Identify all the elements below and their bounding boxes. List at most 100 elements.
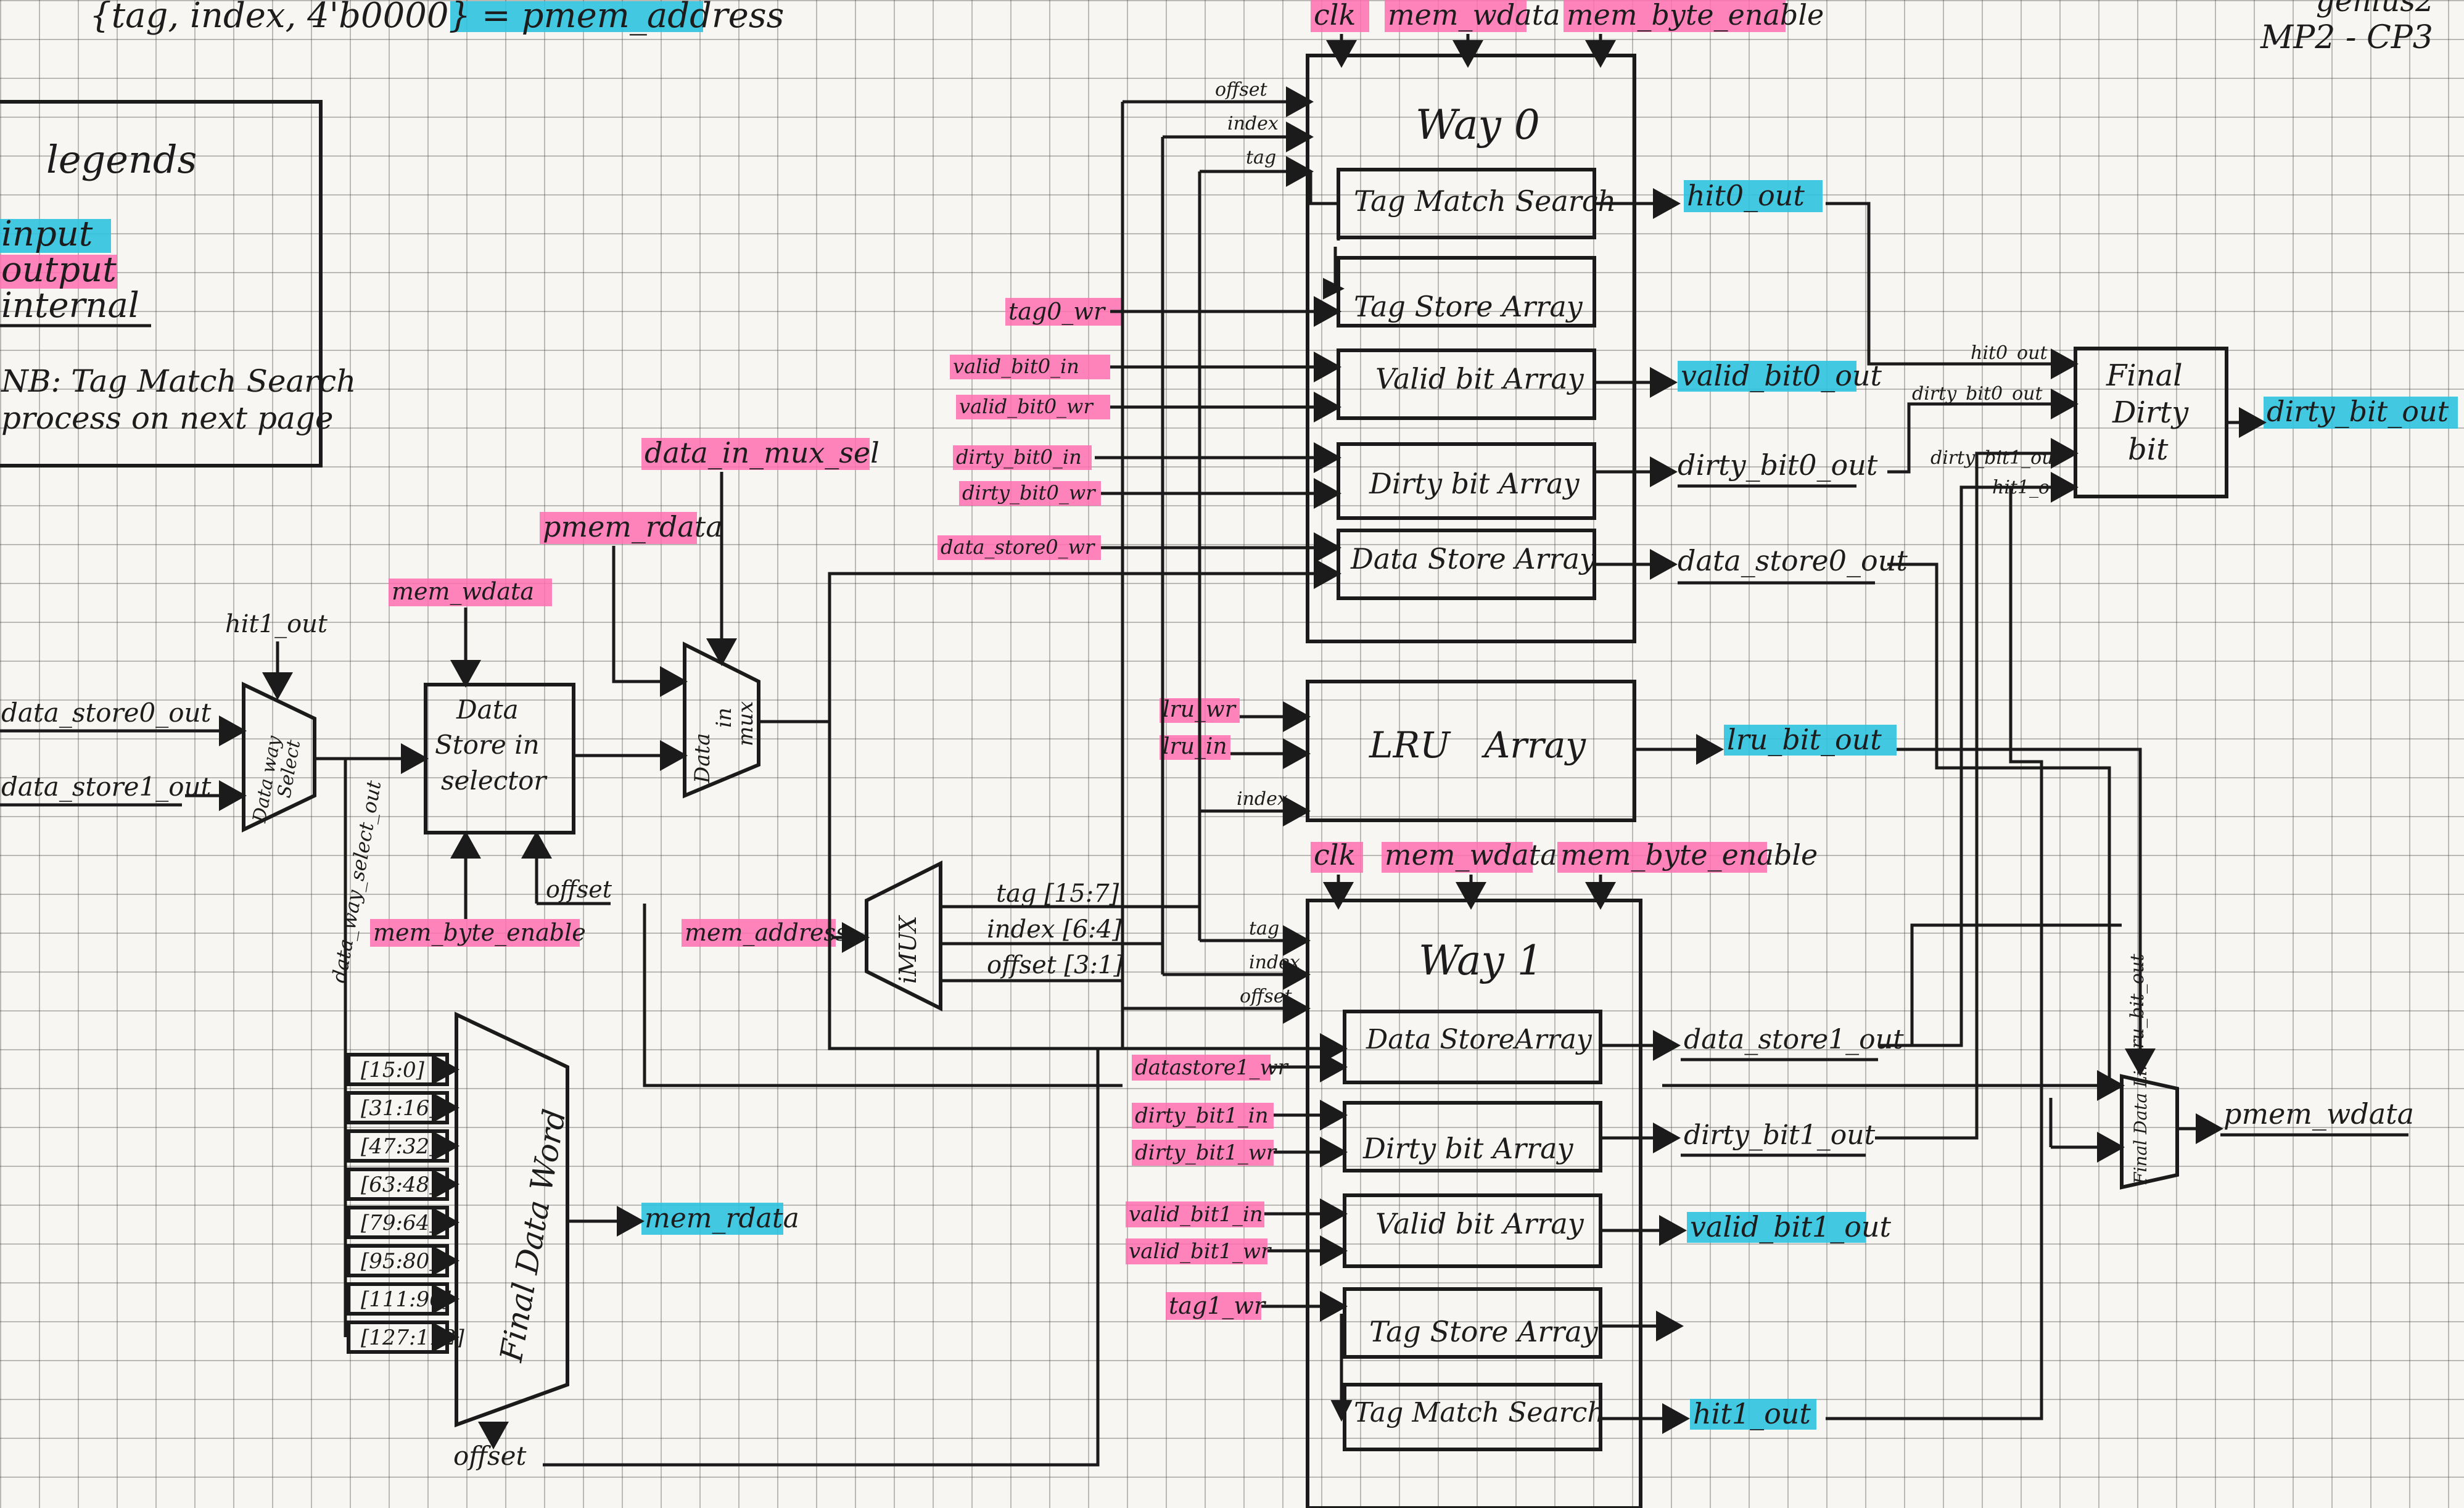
hl-data-store0-wr: [937, 535, 1101, 560]
data-in-mux-sel: data_in_mux_sel: [645, 436, 880, 469]
fdw-offset: offset: [453, 1441, 526, 1471]
fd-hit1-label: hit1_out: [1992, 477, 2069, 498]
final-dirty-title-3: bit: [2128, 432, 2169, 467]
valid-bit0-wr: valid_bit0_wr: [959, 395, 1094, 418]
dsis-title-3: selector: [441, 765, 548, 796]
fdw-title: Final Data Word: [493, 1106, 573, 1365]
name-fragment: genius2: [2316, 0, 2434, 19]
dirty-bit1-in: dirty_bit1_in: [1135, 1103, 1268, 1128]
legend: legends input output internal NB: Tag Ma…: [0, 100, 356, 468]
hl-lru-bit-out: [1724, 725, 1897, 756]
dws-output: data_way_select_out: [327, 779, 385, 985]
hl-valid-bit0-wr: [956, 395, 1110, 419]
imux-title: iMUX: [894, 915, 921, 984]
dsis-offset: offset: [546, 876, 612, 903]
hl-tag0-wr: [1005, 298, 1123, 326]
fdw-slices: [15:0][31:16][47:32][63:48][79:64][95:80…: [344, 1045, 465, 1354]
dsis-title-2: Store in: [435, 730, 540, 760]
way0-data-store-label: Data Store Array: [1350, 542, 1596, 575]
legend-internal: internal: [1, 286, 139, 326]
final-data-line-mux: [2120, 1074, 2179, 1190]
hl-mem-byte-enable1: [1557, 842, 1767, 873]
lru-in: lru_in: [1163, 734, 1227, 759]
way1-data-store-label: Data StoreArray: [1366, 1024, 1593, 1055]
data-in-mux-title-1: Data: [690, 733, 715, 784]
dirty-bit-out: dirty_bit_out: [2267, 395, 2449, 428]
dws-hit1-out: hit1_out: [225, 610, 328, 638]
way0-tag-store-label: Tag Store Array: [1354, 290, 1583, 323]
hl-hit0-out: [1684, 180, 1823, 212]
fd-dirty1-label: dirty_bit1_out: [1930, 447, 2061, 469]
final-dirty-title-2: Dirty: [2112, 395, 2189, 430]
data-in-mux-title-3: mux: [733, 701, 758, 746]
way1-offset-label: offset: [1240, 986, 1292, 1007]
hl-mem-rdata: [641, 1203, 783, 1235]
hl-clk1: [1311, 842, 1363, 873]
fd-hit0-label: hit0_out: [1971, 342, 2048, 364]
way0-tag-label: tag: [1246, 147, 1276, 168]
hl-hit1-out: [1690, 1399, 1816, 1430]
datastore1-wr: datastore1_wr: [1135, 1055, 1289, 1080]
fd-dirty0-label: dirty_bit0_out: [1912, 383, 2043, 405]
way0-mem-byte-enable: mem_byte_enable: [1567, 0, 1824, 31]
legend-output-swatch: [0, 255, 117, 289]
hl-dirty-bit-out: [2264, 397, 2458, 429]
dirty-bit0-out: dirty_bit0_out: [1678, 448, 1878, 482]
data-store1-out: data_store1_out: [1684, 1024, 1904, 1055]
imux-index: index [6:4]: [987, 915, 1122, 944]
hl-dirty-bit1-in: [1132, 1103, 1274, 1129]
fdl-lru-label: lru_bit_out: [2127, 954, 2148, 1055]
way0-offset-label: offset: [1215, 79, 1267, 101]
fdw-slice-label: [63:48]: [361, 1172, 438, 1197]
dirty-bit1-out: dirty_bit1_out: [1684, 1119, 1876, 1151]
legend-box: [0, 100, 323, 468]
fdw-slice-label: [111:96]: [361, 1287, 451, 1312]
way1-mem-wdata: mem_wdata: [1385, 838, 1557, 871]
fdw-slice-label: [79:64]: [361, 1211, 438, 1235]
lru-bit-out: lru_bit_out: [1727, 723, 1882, 756]
way0-clk: clk: [1314, 0, 1356, 31]
valid-bit1-out: valid_bit1_out: [1690, 1210, 1892, 1243]
legend-note-1: NB: Tag Match Search: [1, 363, 356, 399]
hl-mem-byte-enable0: [1564, 0, 1786, 32]
dws-data-store1-out: data_store1_out: [1, 772, 212, 802]
course-label: MP2 - CP3: [2260, 19, 2433, 56]
data-in-mux-title-2: in: [712, 707, 736, 728]
imux-tag: tag [15:7]: [996, 880, 1119, 908]
hit1-out: hit1_out: [1693, 1397, 1811, 1430]
way0-valid-bit-label: Valid bit Array: [1375, 362, 1584, 395]
fdw-slice-label: [95:80]: [361, 1249, 438, 1274]
dirty-bit1-wr: dirty_bit1_wr: [1135, 1140, 1277, 1165]
hl-dirty-bit0-in: [953, 445, 1092, 470]
hl-valid-bit0-out: [1678, 361, 1856, 392]
address-equation: {tag, index, 4'b0000} = pmem_address: [89, 0, 784, 36]
way0-valid-bit-array: [1337, 348, 1596, 420]
way1-index-label: index: [1249, 952, 1300, 973]
data-store-in-selector: Data Store in selector mem_wdata mem_byt…: [370, 578, 1123, 1087]
way1-dirty-bit-label: Dirty bit Array: [1362, 1132, 1574, 1165]
dsis-title-1: Data: [456, 694, 519, 725]
misc-wiring: [828, 574, 2122, 1087]
imux: iMUX mem_address tag [15:7] index [6:4] …: [682, 102, 1201, 1012]
pmem-rdata-in: pmem_rdata: [543, 510, 723, 543]
pmem-wdata: pmem_wdata: [2223, 1097, 2414, 1131]
final-data-word: Final Data Word [15:0][31:16][47:32][63:…: [344, 1012, 1100, 1471]
legend-title: legends: [46, 137, 197, 182]
way0: Way 0 clk mem_wdata mem_byte_enable Tag …: [937, 0, 2125, 1101]
final-dirty-title-1: Final: [2106, 358, 2183, 393]
way1-mem-byte-enable: mem_byte_enable: [1560, 838, 1818, 871]
hl-valid-bit1-in: [1126, 1201, 1264, 1227]
imux-offset: offset [3:1]: [987, 951, 1123, 979]
data-way-select: Data way Select data_store0_out data_sto…: [0, 610, 429, 1045]
hl-valid-bit1-wr: [1126, 1238, 1267, 1264]
imux-mem-address: mem_address: [685, 919, 848, 947]
hl-pmem-rdata: [540, 512, 697, 544]
way1: Way 1 clk mem_wdata mem_byte_enable Data…: [1123, 438, 2125, 1508]
lru-index: index: [1237, 788, 1288, 810]
hl-mem-byte-enable-sel: [370, 919, 580, 947]
legend-note-2: process on next page: [1, 400, 333, 436]
hl-dirty-bit0-wr: [959, 481, 1101, 506]
valid-bit1-wr: valid_bit1_wr: [1129, 1239, 1272, 1264]
data-store0-wr: data_store0_wr: [941, 535, 1095, 559]
fdw-slice-label: [47:32]: [361, 1134, 438, 1159]
